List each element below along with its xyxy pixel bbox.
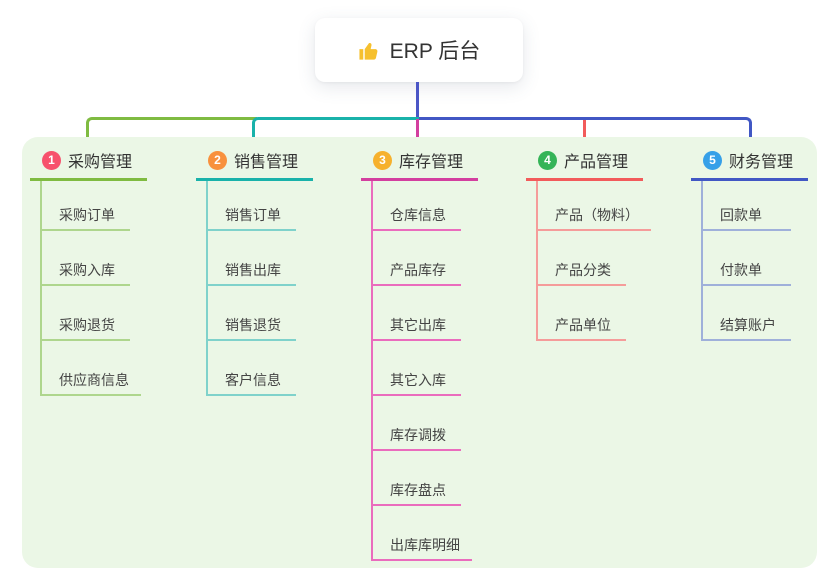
child-node[interactable]: 结算账户 — [703, 286, 791, 341]
child-node[interactable]: 客户信息 — [208, 341, 296, 396]
branch-children: 产品（物料） 产品分类 产品单位 — [536, 181, 651, 341]
root-node[interactable]: ERP 后台 — [315, 18, 523, 82]
child-label: 采购退货 — [59, 317, 115, 333]
thumbs-up-icon — [358, 39, 381, 62]
child-label: 其它入库 — [390, 372, 446, 388]
child-label: 产品单位 — [555, 317, 611, 333]
branch-header-3[interactable]: 3 库存管理 — [361, 148, 478, 181]
child-label: 客户信息 — [225, 372, 281, 388]
child-label: 采购入库 — [59, 262, 115, 278]
child-node[interactable]: 产品单位 — [538, 286, 626, 341]
connector-branch-1 — [86, 117, 257, 151]
branch-index-badge: 1 — [42, 150, 61, 170]
child-label: 回款单 — [720, 207, 762, 223]
branch-label: 库存管理 — [399, 154, 464, 171]
child-label: 采购订单 — [59, 207, 115, 223]
child-node[interactable]: 付款单 — [703, 231, 791, 286]
child-node[interactable]: 产品库存 — [373, 231, 461, 286]
child-label: 结算账户 — [720, 317, 776, 333]
branch-children: 销售订单 销售出库 销售退货 客户信息 — [206, 181, 313, 396]
branch-index-badge: 4 — [538, 150, 557, 170]
connector-branch-3 — [416, 119, 419, 150]
branch-children: 仓库信息 产品库存 其它出库 其它入库 库存调拨 库存盘点 出库库明细 — [371, 181, 478, 561]
child-label: 出库库明细 — [390, 537, 460, 553]
child-label: 产品库存 — [390, 262, 446, 278]
branch-header-4[interactable]: 4 产品管理 — [526, 148, 643, 181]
connector-branch-4 — [583, 120, 586, 150]
child-label: 产品（物料） — [555, 207, 639, 223]
child-node[interactable]: 销售订单 — [208, 181, 296, 231]
branch-children: 回款单 付款单 结算账户 — [701, 181, 808, 341]
branch-label: 财务管理 — [729, 154, 794, 171]
child-label: 销售退货 — [225, 317, 281, 333]
child-node[interactable]: 销售退货 — [208, 286, 296, 341]
branches-panel — [22, 137, 817, 568]
child-node[interactable]: 其它入库 — [373, 341, 461, 396]
child-node[interactable]: 采购入库 — [42, 231, 130, 286]
branch-column-5: 5 财务管理 回款单 付款单 结算账户 — [691, 148, 808, 341]
branch-header-2[interactable]: 2 销售管理 — [196, 148, 313, 181]
branch-column-3: 3 库存管理 仓库信息 产品库存 其它出库 其它入库 库存调拨 库存盘点 出库库… — [361, 148, 478, 561]
child-node[interactable]: 出库库明细 — [373, 506, 472, 561]
branch-label: 销售管理 — [234, 154, 299, 171]
child-node[interactable]: 销售出库 — [208, 231, 296, 286]
branch-children: 采购订单 采购入库 采购退货 供应商信息 — [40, 181, 147, 396]
connector-branch-2 — [252, 117, 421, 151]
child-node[interactable]: 仓库信息 — [373, 181, 461, 231]
branch-column-2: 2 销售管理 销售订单 销售出库 销售退货 客户信息 — [196, 148, 313, 396]
branch-index-badge: 2 — [208, 150, 227, 170]
child-label: 销售订单 — [225, 207, 281, 223]
child-node[interactable]: 供应商信息 — [42, 341, 141, 396]
child-node[interactable]: 其它出库 — [373, 286, 461, 341]
child-node[interactable]: 产品（物料） — [538, 181, 651, 231]
child-node[interactable]: 采购退货 — [42, 286, 130, 341]
child-label: 产品分类 — [555, 262, 611, 278]
branch-header-1[interactable]: 1 采购管理 — [30, 148, 147, 181]
child-node[interactable]: 库存盘点 — [373, 451, 461, 506]
child-label: 付款单 — [720, 262, 762, 278]
branch-index-badge: 5 — [703, 150, 722, 170]
child-label: 供应商信息 — [59, 372, 129, 388]
child-label: 库存调拨 — [390, 427, 446, 443]
child-node[interactable]: 产品分类 — [538, 231, 626, 286]
child-node[interactable]: 库存调拨 — [373, 396, 461, 451]
child-label: 其它出库 — [390, 317, 446, 333]
branch-label: 采购管理 — [68, 154, 133, 171]
connector-root-stem — [416, 82, 419, 119]
child-node[interactable]: 回款单 — [703, 181, 791, 231]
child-label: 库存盘点 — [390, 482, 446, 498]
branch-label: 产品管理 — [564, 154, 629, 171]
branch-column-1: 1 采购管理 采购订单 采购入库 采购退货 供应商信息 — [30, 148, 147, 396]
child-label: 销售出库 — [225, 262, 281, 278]
child-node[interactable]: 采购订单 — [42, 181, 130, 231]
connector-branch-5 — [419, 117, 752, 151]
child-label: 仓库信息 — [390, 207, 446, 223]
branch-index-badge: 3 — [373, 150, 392, 170]
branch-column-4: 4 产品管理 产品（物料） 产品分类 产品单位 — [526, 148, 651, 341]
branch-header-5[interactable]: 5 财务管理 — [691, 148, 808, 181]
root-label: ERP 后台 — [389, 40, 481, 63]
